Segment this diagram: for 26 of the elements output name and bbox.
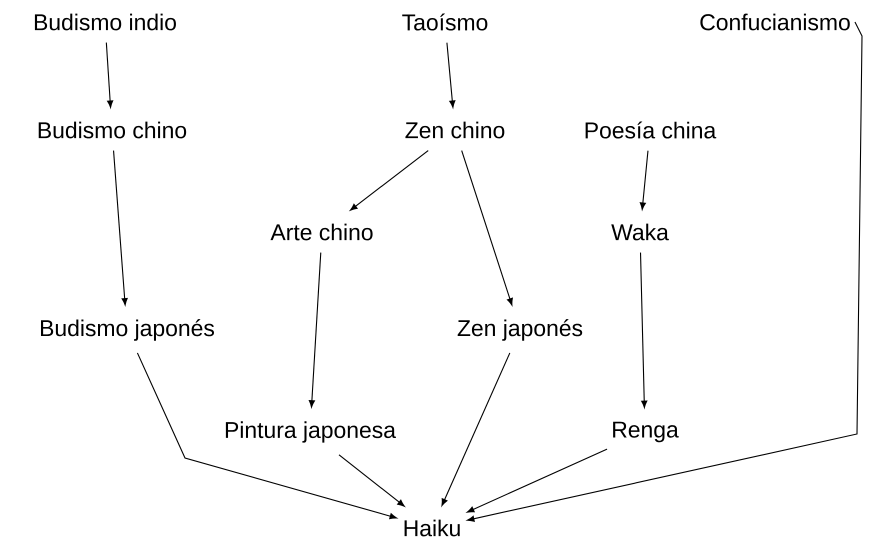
- arrow: [106, 42, 114, 108]
- node-label: Poesía china: [586, 121, 716, 139]
- arrow: [350, 150, 429, 211]
- node-label: Pintura japonesa: [226, 421, 396, 443]
- node-label: Zen japonés: [458, 319, 582, 341]
- node-label: Haiku: [404, 520, 460, 536]
- arrow: [461, 150, 513, 306]
- node-label: Arte chino: [270, 224, 373, 240]
- arrow: [467, 22, 863, 522]
- arrow: [308, 252, 322, 408]
- arrow: [338, 454, 405, 507]
- arrow: [640, 150, 649, 210]
- arrow: [113, 150, 128, 306]
- arrow: [446, 42, 456, 108]
- node-label: Taoísmo: [402, 13, 488, 31]
- node-label: Budismo japonés: [41, 319, 214, 341]
- node-label: Budismo chino: [38, 122, 186, 138]
- node-label: Zen chino: [405, 122, 504, 138]
- node-label: Waka: [611, 224, 669, 240]
- arrow: [136, 352, 397, 520]
- node-label: Renga: [613, 422, 679, 442]
- arrow: [640, 252, 648, 408]
- node-label: Confucianismo: [700, 14, 850, 30]
- node-label: Budismo indio: [34, 14, 176, 30]
- arrow: [441, 352, 510, 506]
- arrow: [466, 448, 608, 513]
